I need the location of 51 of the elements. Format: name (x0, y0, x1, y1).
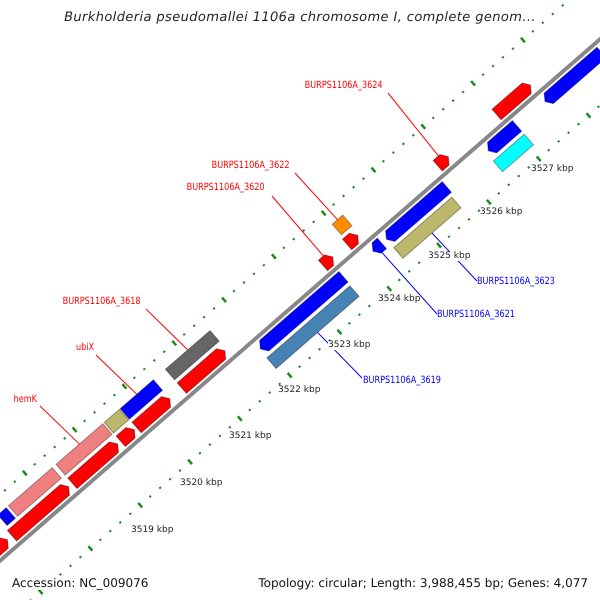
gene-bar (131, 396, 172, 434)
gene-bar (332, 214, 353, 236)
gene-bar (120, 379, 164, 420)
gene-bar (115, 426, 136, 448)
leader-line (388, 92, 439, 156)
position-label: 3522 kbp (278, 386, 320, 395)
gene-label: BURPS1106A_3618 (62, 297, 141, 307)
leader-line (40, 406, 80, 445)
gene-bar (318, 254, 334, 272)
gene-label: BURPS1106A_3623 (477, 277, 555, 287)
accession-text: Accession: NC_009076 (10, 576, 150, 590)
gene-bar (486, 120, 522, 154)
gene-label: BURPS1106A_3622 (212, 161, 290, 171)
leader-line (382, 252, 438, 314)
gene-bar (55, 423, 113, 476)
position-label: 3526 kbp (480, 208, 522, 217)
gene-label: BURPS1106A_3620 (186, 183, 265, 193)
gene-bar (342, 232, 360, 250)
position-label: 3524 kbp (378, 295, 420, 304)
gene-bar (259, 270, 349, 352)
position-label: 3527 kbp (531, 165, 574, 174)
gene-bar (544, 46, 600, 104)
gene-bar (8, 467, 62, 517)
gene-bar (104, 408, 130, 434)
gene-label: BURPS1106A_3624 (304, 81, 383, 91)
gene-bar (176, 348, 226, 394)
gene-bar (164, 330, 220, 380)
gene-label: BURPS1106A_3621 (437, 310, 515, 320)
position-label: 3523 kbp (328, 341, 370, 350)
diagram-title: Burkholderia pseudomallei 1106a chromosome I, complete genom... (63, 11, 537, 24)
leader-line (96, 354, 138, 395)
gene-bar (0, 537, 9, 557)
position-label: 3521 kbp (229, 432, 272, 441)
leader-line (317, 332, 362, 378)
leader-line (272, 196, 324, 256)
position-label: 3525 kbp (428, 252, 470, 261)
gene-bar (0, 507, 16, 526)
leader-line (294, 172, 338, 220)
gene-label: BURPS1106A_3619 (363, 376, 441, 386)
leader-line (146, 308, 188, 350)
gene-label: hemK (14, 395, 37, 405)
gene-bar (372, 237, 388, 254)
gene-bar (67, 441, 120, 490)
gene-bar (491, 82, 532, 120)
gene-bar (432, 154, 450, 172)
gene-label: ubiX (76, 343, 94, 353)
gene-bar (385, 180, 452, 242)
gene-bar (6, 484, 70, 542)
topology-text: Topology: circular; Length: 3,988,455 bp; Genes: 4,077 (256, 576, 590, 590)
position-label: 3519 kbp (131, 526, 174, 535)
position-label: 3520 kbp (180, 479, 222, 488)
